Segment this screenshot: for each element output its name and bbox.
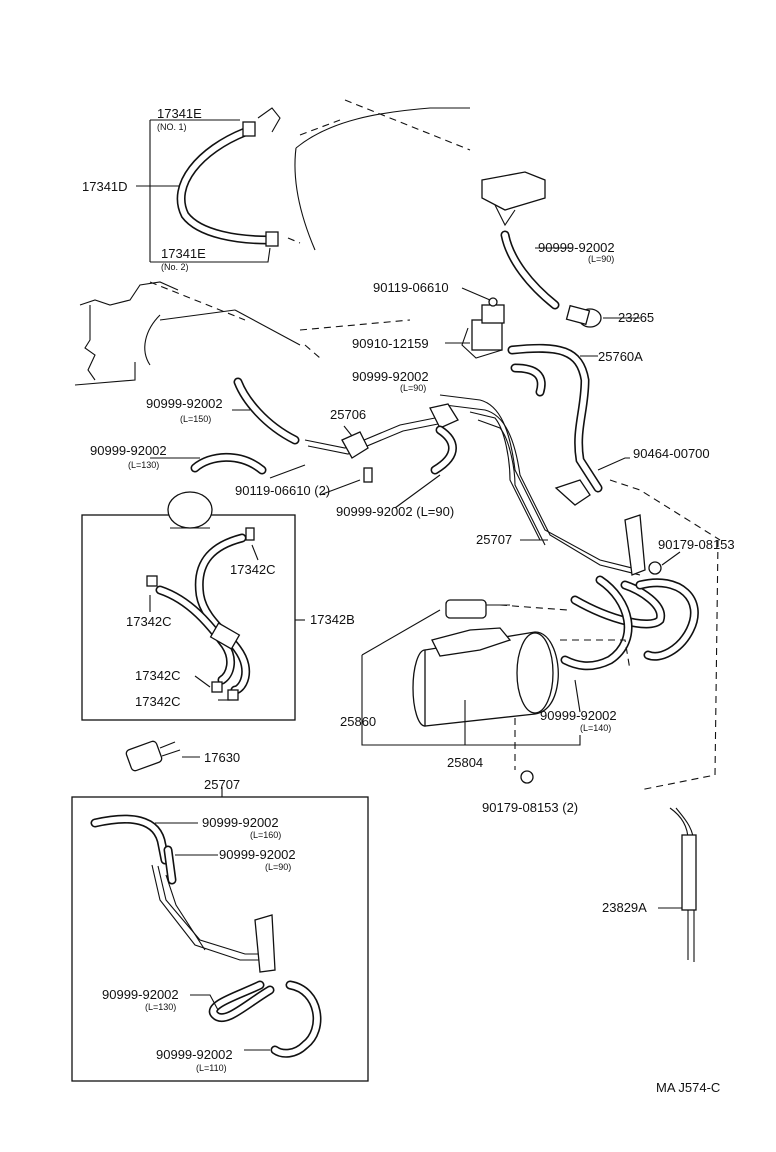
label-90179-b: 90179-08153 (2) <box>482 800 578 815</box>
label-90999-l130b-sub: (L=130) <box>145 1002 176 1012</box>
bolt-90119-a <box>488 297 498 307</box>
label-90999-top: 90999-92002 <box>538 240 615 255</box>
label-17342c-4: 17342C <box>135 694 181 709</box>
label-25760a: 25760A <box>598 349 643 364</box>
label-90999-90b: 90999-92002 (L=90) <box>336 504 454 519</box>
bolt-90119-b <box>363 467 373 483</box>
label-90999-l160: 90999-92002 <box>202 815 279 830</box>
label-17342b: 17342B <box>310 612 355 627</box>
label-90999-l150: 90999-92002 <box>146 396 223 411</box>
hose-23829a <box>639 539 719 962</box>
pipe-25706-assembly <box>232 377 459 509</box>
label-90999-mid-sub: (L=90) <box>400 383 426 393</box>
label-25707-box: 25707 <box>204 777 240 792</box>
hose-17341d <box>176 107 281 247</box>
label-90910: 90910-12159 <box>352 336 429 351</box>
label-17630: 17630 <box>204 750 240 765</box>
label-90999-top-sub: (L=90) <box>588 254 614 264</box>
label-90999-l130b: 90999-92002 <box>102 987 179 1002</box>
label-90999-l150-sub: (L=150) <box>180 414 211 424</box>
clip-17342c-a <box>245 527 255 541</box>
clamp-90464 <box>554 479 591 506</box>
label-90999-l130: 90999-92002 <box>90 443 167 458</box>
label-90999-l140: 90999-92002 <box>540 708 617 723</box>
vsv-25860 <box>445 599 487 619</box>
label-17341e-no1: 17341E <box>157 106 202 121</box>
sensor-17630 <box>125 740 200 772</box>
label-25706: 25706 <box>330 407 366 422</box>
clip-17342c-d <box>227 689 239 701</box>
clip-17342c-c <box>211 681 223 693</box>
label-25707-mid: 25707 <box>476 532 512 547</box>
engine-outline-upper <box>287 99 471 251</box>
hoses-right-of-25707 <box>560 575 699 671</box>
label-90999-mid: 90999-92002 <box>352 369 429 384</box>
vsv-bracket-top <box>481 171 546 211</box>
pipe-25707-main <box>439 394 681 576</box>
label-90999-90c: 90999-92002 <box>219 847 296 862</box>
label-90999-l110-sub: (L=110) <box>196 1063 227 1073</box>
clip-17341e-no1 <box>242 121 256 137</box>
label-90999-l160-sub: (L=160) <box>250 830 281 840</box>
valve-23265-assembly <box>481 171 640 328</box>
label-17342c-1: 17342C <box>230 562 276 577</box>
label-90464: 90464-00700 <box>633 446 710 461</box>
label-23265: 23265 <box>618 310 654 325</box>
label-17341e-no1-sub: (NO. 1) <box>157 122 187 132</box>
label-17341d: 17341D <box>82 179 128 194</box>
label-17341e-no2-sub: (No. 2) <box>161 262 189 272</box>
canister-25804 <box>361 599 631 784</box>
label-25860: 25860 <box>340 714 376 729</box>
nut-90179-a <box>648 561 662 575</box>
nut-90179-b <box>520 770 534 784</box>
vsv-90910-12159 <box>471 319 503 351</box>
engine-outline-lower <box>74 281 411 386</box>
label-90119-b: 90119-06610 (2) <box>235 483 330 498</box>
inset-box-17342b <box>81 514 296 721</box>
label-90999-l130-sub: (L=130) <box>128 460 159 470</box>
clip-17341e-no2 <box>265 231 279 247</box>
inset-box-25707 <box>71 796 369 1082</box>
label-17342c-2: 17342C <box>126 614 172 629</box>
leaders-17341 <box>136 119 271 263</box>
label-90999-l110: 90999-92002 <box>156 1047 233 1062</box>
hose-17342b <box>146 491 305 701</box>
label-17342c-3: 17342C <box>135 668 181 683</box>
label-90999-90c-sub: (L=90) <box>265 862 291 872</box>
label-17341e-no2: 17341E <box>161 246 206 261</box>
bracket-25706 <box>341 431 369 459</box>
label-25804: 25804 <box>447 755 483 770</box>
hose-l130 <box>150 452 361 496</box>
vsv-90910-assembly <box>445 287 721 541</box>
label-90119-a: 90119-06610 <box>373 280 449 295</box>
pipe-25707-detail <box>90 814 322 1058</box>
label-90179-a: 90179-08153 <box>658 537 735 552</box>
clip-17342c-b <box>146 575 158 587</box>
actuator-17342 <box>167 491 213 529</box>
label-23829a: 23829A <box>602 900 647 915</box>
bracket-25707 <box>624 514 646 576</box>
footer-code: MA J574-C <box>656 1080 720 1095</box>
label-90999-l140-sub: (L=140) <box>580 723 611 733</box>
